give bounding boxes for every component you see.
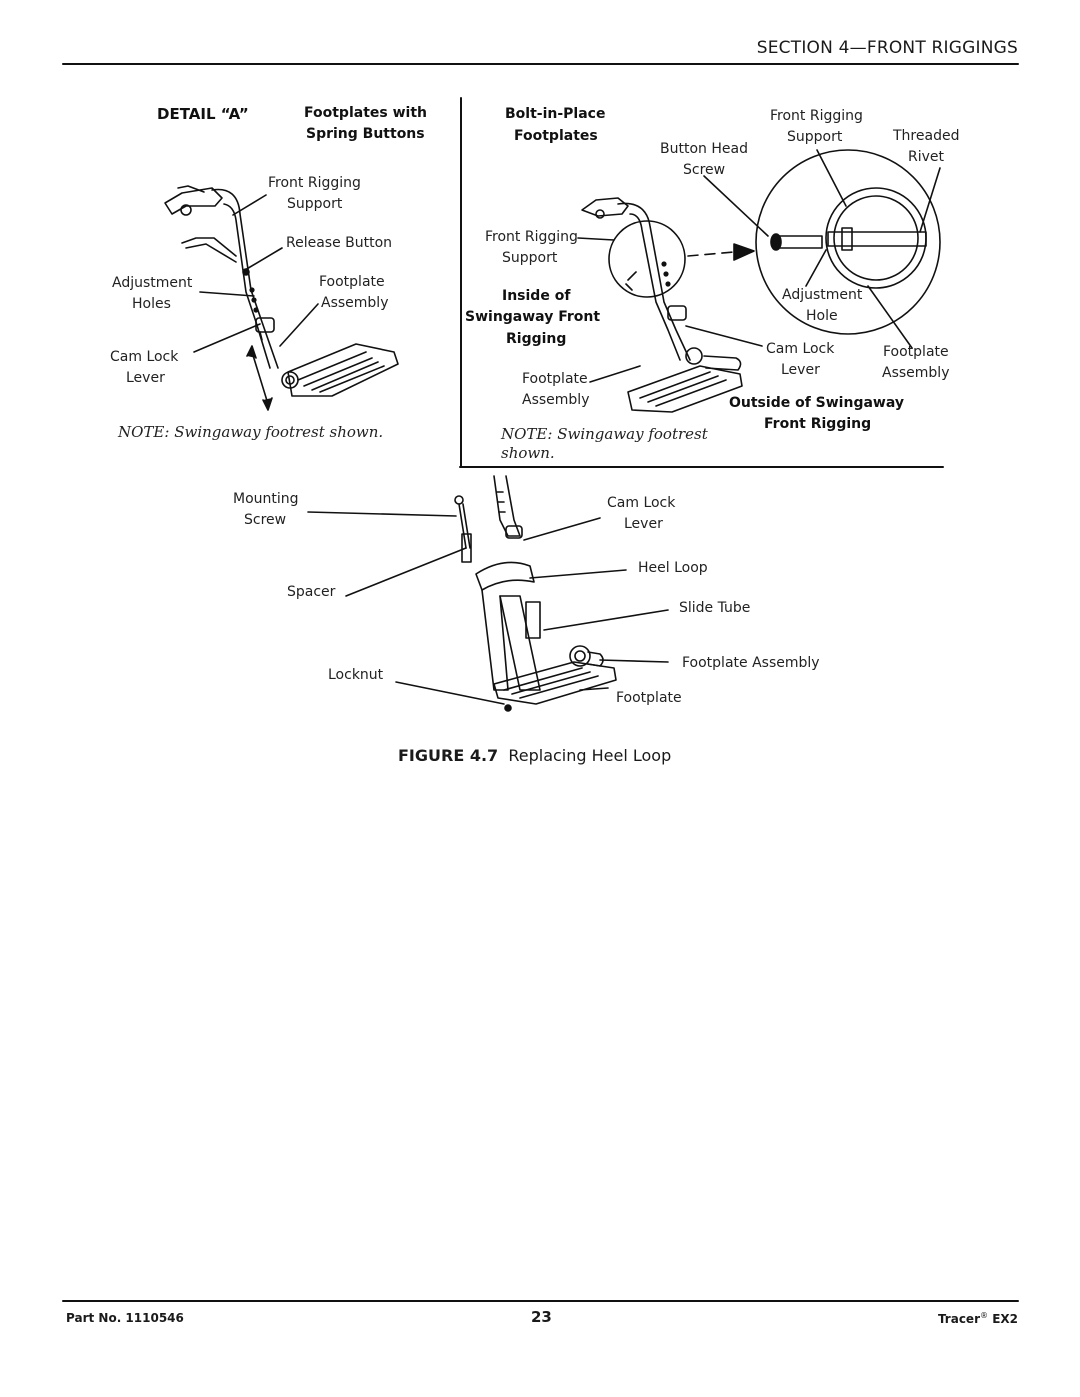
figure-number: FIGURE 4.7 (398, 746, 499, 765)
outside-swingaway-label-1: Outside of Swingaway (729, 395, 904, 411)
label-footplate-assembly-a1: Footplate (319, 274, 385, 290)
label-heel-loop: Heel Loop (638, 560, 708, 576)
outside-swingaway-label-2: Front Rigging (764, 416, 872, 432)
label-front-rigging-support-b2: Support (502, 250, 558, 266)
label-cam-lock-lever-a2: Lever (126, 370, 165, 386)
label-front-rigging-support-b1: Front Rigging (485, 229, 578, 245)
registered-mark: ® (980, 1311, 988, 1320)
label-footplate-assembly-a2: Assembly (321, 295, 389, 311)
bolt-in-place-footrest-drawing (577, 149, 941, 413)
label-mounting-screw-1: Mounting (233, 491, 299, 507)
label-adjustment-holes-1: Adjustment (112, 275, 193, 291)
detail-a-note: NOTE: Swingaway footrest shown. (118, 423, 384, 441)
label-cam-lock-lever-c2: Lever (624, 516, 663, 532)
label-footplate: Footplate (616, 690, 682, 706)
label-cam-lock-lever-a1: Cam Lock (110, 349, 179, 365)
label-button-head-screw-2: Screw (683, 162, 726, 178)
footer-product: Tracer® EX2 (938, 1311, 1018, 1326)
label-front-rigging-support-a2: Support (287, 196, 343, 212)
detail-a-subtitle-line2: Spring Buttons (306, 126, 425, 142)
label-cam-lock-lever-c1: Cam Lock (607, 495, 676, 511)
detail-a-footrest-drawing (164, 185, 399, 411)
page-number: 23 (531, 1308, 552, 1326)
label-spacer: Spacer (287, 584, 336, 600)
bolt-in-place-note-2: shown. (501, 444, 555, 462)
footer-part-number: Part No. 1110546 (66, 1311, 184, 1325)
product-model: EX2 (992, 1312, 1018, 1326)
bolt-in-place-title-1: Bolt-in-Place (505, 106, 606, 122)
inside-swingaway-label-3: Rigging (506, 331, 567, 347)
bolt-in-place-title-2: Footplates (514, 128, 598, 144)
label-footplate-assembly-r1: Footplate (883, 344, 949, 360)
label-footplate-assembly-b2: Assembly (522, 392, 590, 408)
heel-loop-drawing (307, 475, 669, 712)
detail-a-title: DETAIL “A” (157, 105, 249, 123)
label-cam-lock-lever-b2: Lever (781, 362, 820, 378)
label-button-head-screw-1: Button Head (660, 141, 748, 157)
label-front-rigging-support-a1: Front Rigging (268, 175, 361, 191)
label-footplate-assembly-r2: Assembly (882, 365, 950, 381)
label-locknut: Locknut (328, 667, 384, 683)
label-footplate-assembly-b1: Footplate (522, 371, 588, 387)
label-threaded-rivet-2: Rivet (908, 149, 945, 165)
label-front-rigging-support-c2: Support (787, 129, 843, 145)
label-threaded-rivet-1: Threaded (893, 128, 960, 144)
inside-swingaway-label-1: Inside of (502, 288, 571, 304)
label-adjustment-hole-2: Hole (806, 308, 838, 324)
label-footplate-assembly-c: Footplate Assembly (682, 655, 820, 671)
section-title: SECTION 4—FRONT RIGGINGS (756, 38, 1018, 58)
label-cam-lock-lever-b1: Cam Lock (766, 341, 835, 357)
inside-swingaway-label-2: Swingaway Front (465, 309, 601, 325)
label-adjustment-holes-2: Holes (132, 296, 171, 312)
label-front-rigging-support-c1: Front Rigging (770, 108, 863, 124)
label-adjustment-hole-1: Adjustment (782, 287, 863, 303)
figure-caption: FIGURE 4.7 Replacing Heel Loop (398, 746, 671, 765)
figure-caption-text: Replacing Heel Loop (508, 746, 672, 765)
detail-a-subtitle-line1: Footplates with (304, 105, 427, 121)
label-mounting-screw-2: Screw (244, 512, 287, 528)
label-slide-tube: Slide Tube (679, 600, 751, 616)
bolt-in-place-note-1: NOTE: Swingaway footrest (501, 425, 708, 443)
product-name: Tracer (937, 1312, 980, 1326)
label-release-button: Release Button (286, 235, 393, 251)
